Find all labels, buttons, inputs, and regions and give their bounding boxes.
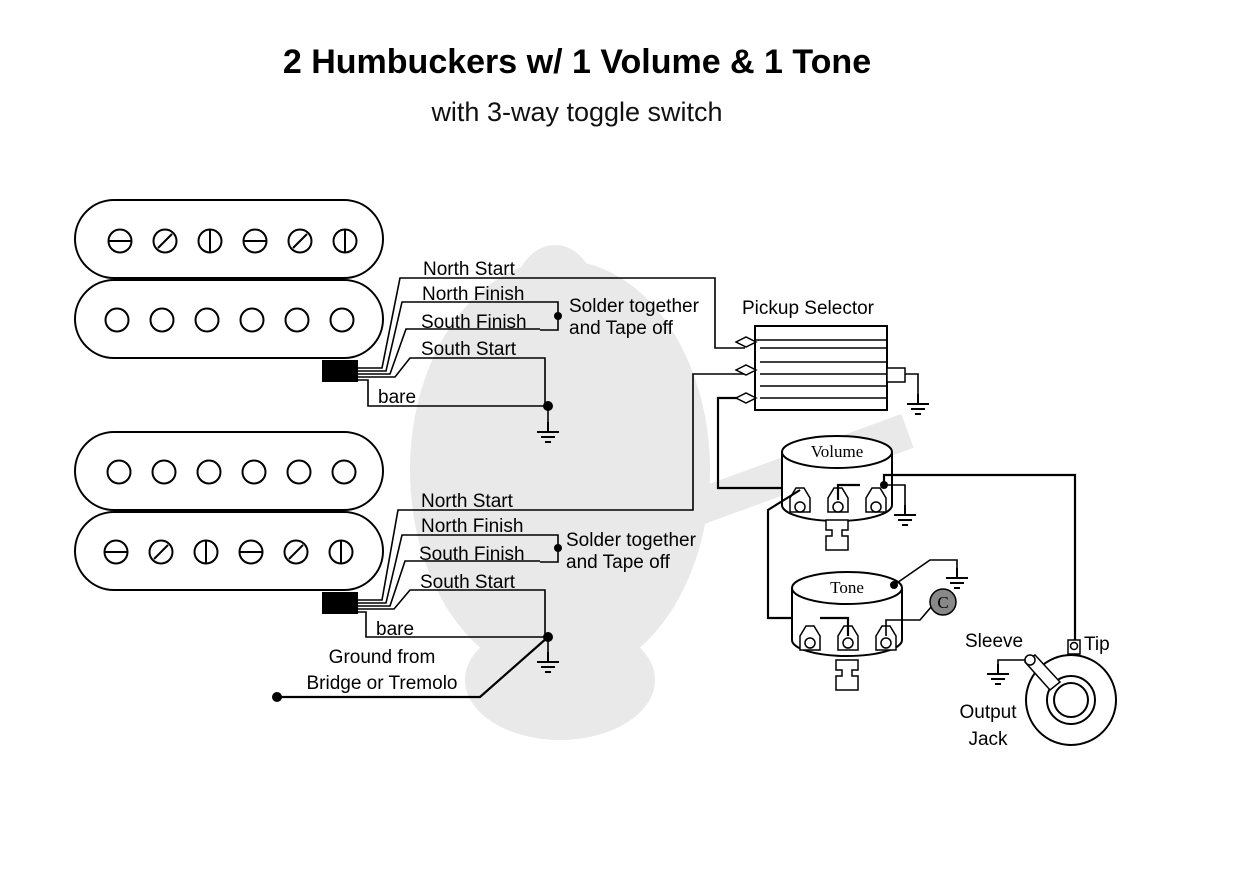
tone-capacitor [929, 588, 957, 616]
bridge-solder-note-line2: and Tape off [566, 552, 671, 573]
bridge-north-start-label: North Start [421, 491, 514, 512]
neck-solder-note-line1: Solder together [569, 296, 700, 317]
bridge-north-finish-label: North Finish [421, 516, 523, 537]
ground-note-line2: Bridge or Tremolo [306, 673, 457, 694]
pickup-selector-switch [734, 325, 906, 411]
jack-label-line2: Jack [968, 729, 1008, 750]
volume-pot-label: Volume [811, 442, 864, 461]
neck-north-start-label: North Start [423, 259, 516, 280]
pickup-selector-label: Pickup Selector [742, 298, 875, 319]
bridge-solder-note-line1: Solder together [566, 530, 697, 551]
bridge-south-start-label: South Start [420, 572, 516, 593]
bridge-bare-label: bare [376, 619, 414, 640]
neck-south-start-label: South Start [421, 339, 517, 360]
capacitor-label: C [937, 593, 948, 612]
neck-pickup-leads [358, 277, 745, 443]
neck-bare-label: bare [378, 387, 416, 408]
jack-sleeve-label: Sleeve [965, 631, 1023, 652]
bridge-pickup-leads [272, 373, 745, 702]
bridge-south-finish-label: South Finish [419, 544, 525, 565]
bridge-coil-top [74, 431, 384, 511]
tone-pot-label: Tone [830, 578, 864, 597]
bridge-coil-bottom [74, 511, 384, 591]
ground-note-line1: Ground from [329, 647, 436, 668]
jack-label-line1: Output [959, 702, 1017, 723]
diagram-title: 2 Humbuckers w/ 1 Volume & 1 Tone [283, 43, 871, 81]
jack-tip-label: Tip [1084, 634, 1110, 655]
neck-humbucker [74, 199, 384, 382]
volume-pot [781, 435, 893, 551]
bridge-humbucker [74, 431, 384, 614]
neck-lead-exit [322, 360, 358, 382]
bridge-lead-exit [322, 592, 358, 614]
output-jack [1023, 639, 1117, 746]
neck-solder-note-line2: and Tape off [569, 318, 674, 339]
neck-south-finish-label: South Finish [421, 312, 527, 333]
neck-coil-bottom [74, 279, 384, 359]
diagram-subtitle: with 3-way toggle switch [430, 97, 722, 127]
neck-north-finish-label: North Finish [422, 284, 524, 305]
neck-coil-top [74, 199, 384, 279]
